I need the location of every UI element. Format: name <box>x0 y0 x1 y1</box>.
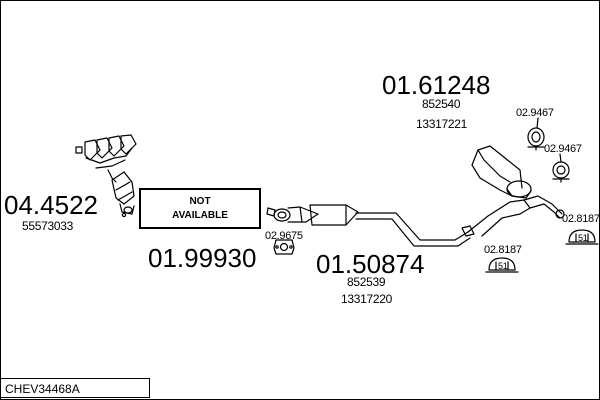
rear-silencer-ref-1: 852540 <box>422 97 461 111</box>
diagram-code: CHEV34468A <box>5 382 80 396</box>
not-available-box: NOT AVAILABLE <box>139 188 261 229</box>
front-pipe-drawing <box>266 206 319 223</box>
clamp-1-drawing <box>485 257 519 273</box>
manifold-part-number: 04.4522 <box>4 190 98 220</box>
middle-section-ref-1: 852539 <box>347 275 386 289</box>
clamp-2-part-number: 02.8187 <box>562 213 600 225</box>
gasket-drawing <box>273 239 295 255</box>
clamp-2-size: 51 <box>578 233 588 243</box>
not-available-line-2: AVAILABLE <box>172 209 228 221</box>
rear-silencer-part-number: 01.61248 <box>382 70 491 100</box>
clamp-2-drawing <box>565 229 599 245</box>
clamp-1-size: 51 <box>498 261 508 271</box>
middle-section-drawing <box>309 204 475 247</box>
mount-1-part-number: 02.9467 <box>516 107 554 119</box>
diagram-code-box: CHEV34468A <box>0 378 150 398</box>
leader-mount-2 <box>559 153 562 163</box>
mount-2-drawing <box>552 161 570 183</box>
gasket-part-number: 02.9675 <box>265 230 303 242</box>
rear-silencer-ref-2: 13317221 <box>416 117 467 131</box>
manifold-ref-number: 55573033 <box>22 219 73 233</box>
mount-1-drawing <box>527 127 545 151</box>
front-pipe-part-number: 01.99930 <box>148 243 257 273</box>
not-available-line-1: NOT <box>189 195 211 207</box>
mount-2-part-number: 02.9467 <box>544 143 582 155</box>
clamp-1-part-number: 02.8187 <box>484 244 522 256</box>
manifold-drawing <box>75 134 137 218</box>
middle-section-part-number: 01.50874 <box>316 249 425 279</box>
middle-section-ref-2: 13317220 <box>341 292 392 306</box>
leader-mount-1 <box>536 117 539 129</box>
rear-silencer-drawing <box>467 145 565 237</box>
